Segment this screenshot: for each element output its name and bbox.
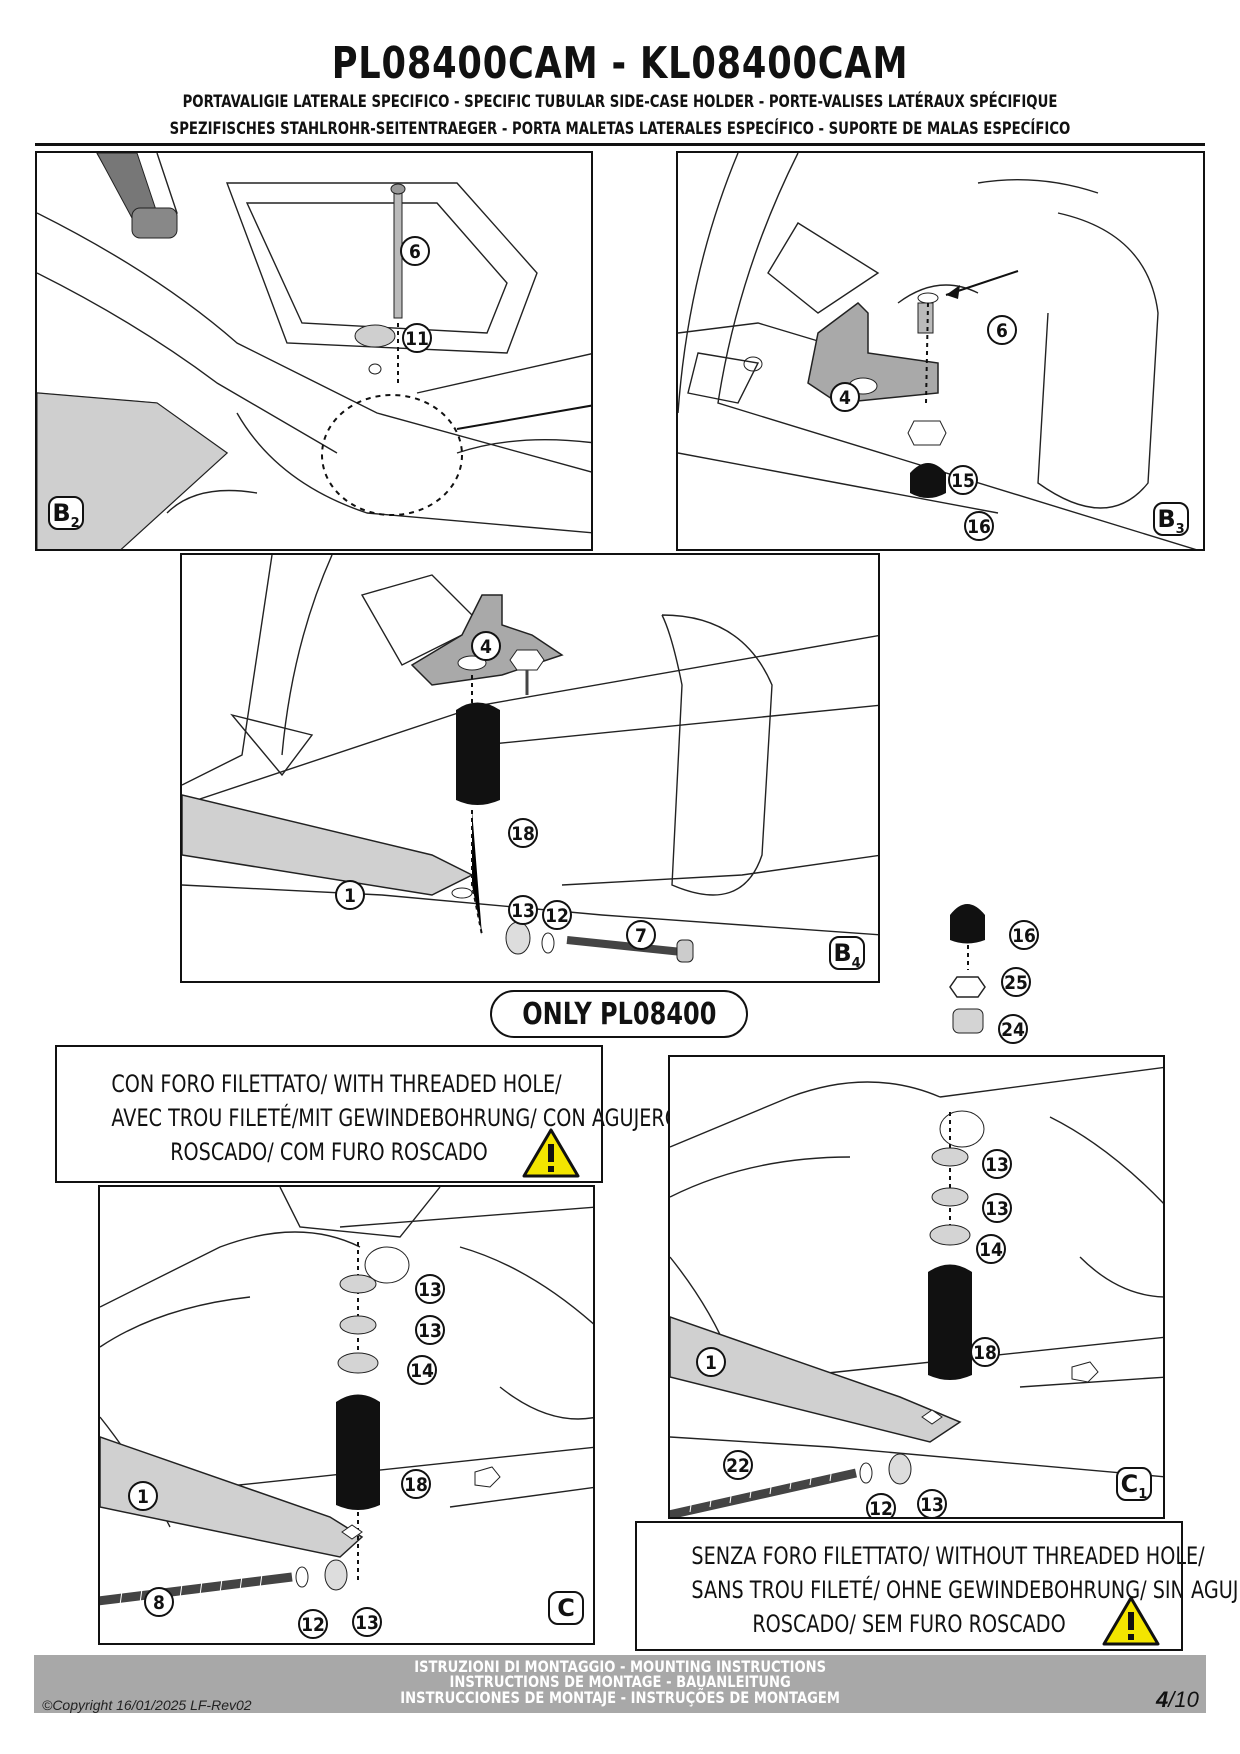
callout-part-18: 18 xyxy=(970,1337,1000,1367)
callout-part-13: 13 xyxy=(982,1149,1012,1179)
callout-part-12: 12 xyxy=(298,1609,328,1639)
panel-c: 13 13 14 18 1 8 12 13 C xyxy=(98,1185,595,1645)
callout-part-1: 1 xyxy=(335,880,365,910)
callout-part-12: 12 xyxy=(542,900,572,930)
callout-part-8: 8 xyxy=(144,1587,174,1617)
illustration-b3 xyxy=(678,153,1197,549)
notice-unthreaded-line-3: ROSCADO/ SEM FURO ROSCADO xyxy=(752,1610,1066,1638)
callout-part-25: 25 xyxy=(1001,967,1031,997)
callout-part-1: 1 xyxy=(696,1347,726,1377)
footer-line-3: INSTRUCCIONES DE MONTAJE - INSTRUÇÕES DE… xyxy=(400,1688,840,1707)
callout-part-13: 13 xyxy=(415,1274,445,1304)
notice-unthreaded-line-1: SENZA FORO FILETTATO/ WITHOUT THREADED H… xyxy=(691,1542,1205,1570)
callout-part-16: 16 xyxy=(1009,920,1039,950)
callout-part-18: 18 xyxy=(401,1469,431,1499)
callout-part-12: 12 xyxy=(866,1493,896,1517)
callout-part-13: 13 xyxy=(982,1193,1012,1223)
subtitle-line-2: SPEZIFISCHES STAHLROHR-SEITENTRAEGER - P… xyxy=(169,119,1071,139)
callout-part-13: 13 xyxy=(415,1315,445,1345)
step-label-c1: C1 xyxy=(1116,1467,1152,1502)
notice-threaded-line-1: CON FORO FILETTATO/ WITH THREADED HOLE/ xyxy=(111,1070,562,1098)
document-title: PL08400CAM - KL08400CAM xyxy=(331,38,909,89)
callout-part-13: 13 xyxy=(917,1489,947,1517)
notice-threaded-hole: CON FORO FILETTATO/ WITH THREADED HOLE/ … xyxy=(55,1045,680,1183)
callout-part-6: 6 xyxy=(987,315,1017,345)
footer-bar: ISTRUZIONI DI MONTAGGIO - MOUNTING INSTR… xyxy=(34,1655,1206,1713)
callout-part-11: 11 xyxy=(402,323,432,353)
panel-c1: 13 13 14 18 1 22 12 13 C1 xyxy=(668,1055,1165,1519)
footer-line-2: INSTRUCTIONS DE MONTAGE - BAUANLEITUNG xyxy=(449,1672,791,1691)
callout-part-14: 14 xyxy=(976,1234,1006,1264)
header-rule xyxy=(35,143,1205,146)
callout-part-14: 14 xyxy=(407,1355,437,1385)
callout-part-18: 18 xyxy=(508,818,538,848)
warning-triangle-icon xyxy=(522,1128,580,1178)
subtitle-line-1: PORTAVALIGIE LATERALE SPECIFICO - SPECIF… xyxy=(182,92,1058,112)
notice-unthreaded-hole: SENZA FORO FILETTATO/ WITHOUT THREADED H… xyxy=(635,1521,1240,1651)
callout-part-13: 13 xyxy=(352,1607,382,1637)
callout-part-7: 7 xyxy=(626,920,656,950)
illustration-c1 xyxy=(670,1066,1163,1517)
callout-part-15: 15 xyxy=(948,465,978,495)
notice-unthreaded-line-2: SANS TROU FILETÉ/ OHNE GEWINDEBOHRUNG/ S… xyxy=(691,1576,1240,1604)
notice-threaded-line-2: AVEC TROU FILETÉ/MIT GEWINDEBOHRUNG/ CON… xyxy=(111,1104,680,1132)
callout-part-24: 24 xyxy=(998,1014,1028,1044)
step-label-b2: B2 xyxy=(48,496,84,531)
only-pl08400-label: ONLY PL08400 xyxy=(490,990,748,1038)
loose-parts-stack xyxy=(949,904,986,1034)
illustration-b4 xyxy=(182,555,878,963)
copyright-text: ©Copyright 16/01/2025 LF-Rev02 xyxy=(42,1697,252,1713)
illustration-b2 xyxy=(37,153,591,549)
panel-b3: 6 4 15 16 B3 xyxy=(676,151,1205,551)
callout-part-4: 4 xyxy=(471,631,501,661)
warning-triangle-icon xyxy=(1102,1596,1160,1646)
callout-part-4: 4 xyxy=(830,382,860,412)
step-label-b4: B4 xyxy=(829,936,865,971)
callout-part-22: 22 xyxy=(723,1450,753,1480)
page-number: 4/10 xyxy=(1156,1687,1199,1712)
panel-b2: 6 11 B2 xyxy=(35,151,593,551)
notice-threaded-line-3: ROSCADO/ COM FURO ROSCADO xyxy=(170,1138,488,1166)
step-label-b3: B3 xyxy=(1153,502,1189,537)
callout-part-1: 1 xyxy=(128,1481,158,1511)
footer-line-1: ISTRUZIONI DI MONTAGGIO - MOUNTING INSTR… xyxy=(414,1657,826,1676)
callout-part-16: 16 xyxy=(964,511,994,541)
callout-part-13: 13 xyxy=(508,895,538,925)
panel-b4: 4 18 1 13 12 7 B4 xyxy=(180,553,880,983)
step-label-c: C xyxy=(548,1591,584,1625)
callout-part-6: 6 xyxy=(400,236,430,266)
illustration-c xyxy=(100,1187,593,1606)
